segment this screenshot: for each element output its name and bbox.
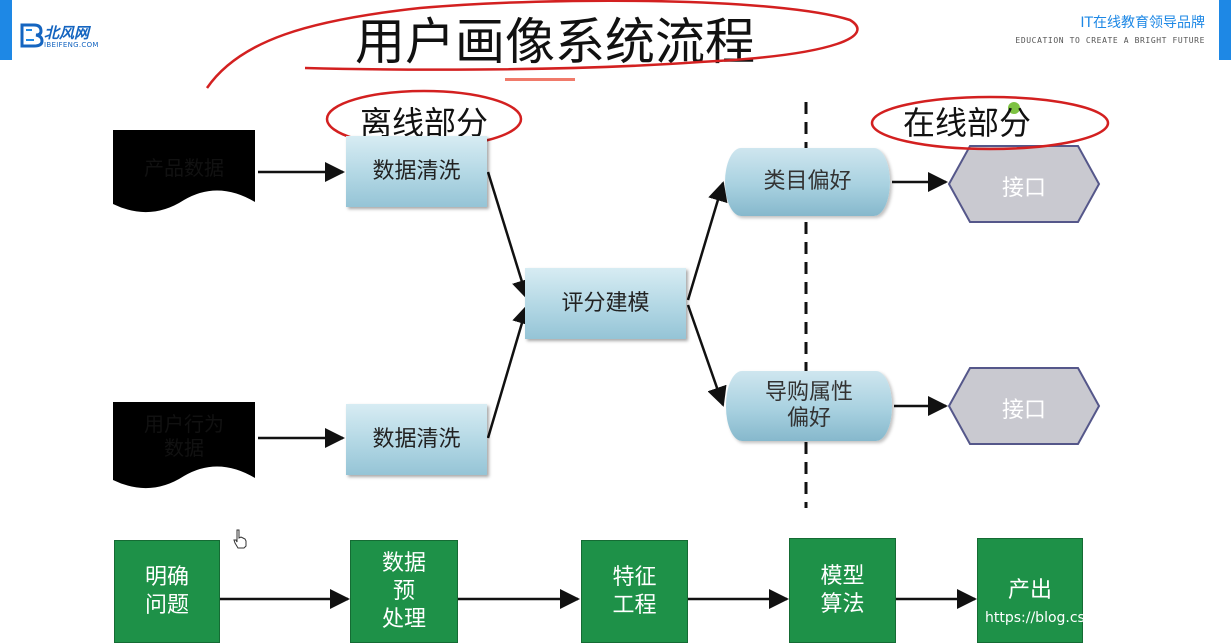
- offline-section-label: 离线部分: [360, 104, 489, 142]
- step-data-preprocessing-line2: 预: [392, 578, 415, 604]
- hand-cursor-icon: [233, 529, 247, 549]
- source-watermark: https://blog.csdn.net/qq_40006058: [985, 610, 1231, 626]
- data-cleaning-bottom-label: 数据清洗: [372, 426, 461, 452]
- logo-subtext: IBEIFENG.COM: [44, 41, 99, 49]
- step-model-algorithm: 模型 算法: [789, 538, 896, 643]
- step-define-problem: 明确 问题: [114, 540, 220, 643]
- logo-icon: [20, 23, 44, 48]
- title-circle-annotation: [205, 0, 859, 89]
- interface-top-label: 接口: [1001, 176, 1046, 201]
- user-behavior-label-line2: 数据: [164, 436, 204, 460]
- arrow-clean-bottom-to-model: [486, 304, 532, 439]
- interface-bottom-label: 接口: [1001, 398, 1046, 423]
- left-accent-bar: [0, 0, 12, 60]
- interface-top-hexagon: [947, 145, 1101, 223]
- user-behavior-label-line1: 用户行为: [144, 412, 224, 436]
- step-data-preprocessing-line3: 处理: [381, 606, 426, 632]
- scoring-model-box: 评分建模: [525, 268, 686, 339]
- step-define-problem-line2: 问题: [144, 592, 189, 618]
- interface-bottom-hexagon: [947, 367, 1101, 445]
- step-feature-engineering-line2: 工程: [612, 592, 657, 618]
- step-define-problem-line1: 明确: [144, 564, 189, 590]
- data-cleaning-bottom-box: 数据清洗: [346, 404, 487, 475]
- step-output-label: 产出: [1007, 577, 1052, 603]
- pointer-dot: [1008, 102, 1020, 114]
- step-data-preprocessing-line1: 数据: [381, 550, 426, 576]
- logo-text: 北风网: [44, 24, 90, 42]
- step-model-algorithm-line2: 算法: [820, 591, 865, 617]
- guide-attribute-preference-cylinder: 导购属性 偏好: [726, 371, 892, 441]
- brand-slogan-english: EDUCATION TO CREATE A BRIGHT FUTURE: [1015, 36, 1205, 45]
- category-preference-label: 类目偏好: [763, 169, 852, 194]
- right-accent-bar: [1219, 0, 1231, 60]
- product-data-label: 产品数据: [144, 156, 224, 180]
- step-data-preprocessing: 数据 预 处理: [350, 540, 458, 643]
- user-behavior-document: [113, 402, 255, 489]
- step-output: 产出: [977, 538, 1083, 643]
- step-model-algorithm-line1: 模型: [820, 563, 865, 589]
- title-underline: [505, 78, 575, 81]
- category-preference-cylinder: 类目偏好: [725, 148, 890, 216]
- arrow-model-to-category: [686, 181, 728, 301]
- data-cleaning-top-label: 数据清洗: [372, 158, 461, 184]
- user-behavior-label: 用户行为 数据: [113, 412, 255, 460]
- step-feature-engineering-line1: 特征: [612, 564, 657, 590]
- guide-attribute-label-line2: 偏好: [786, 406, 831, 431]
- arrow-model-to-guide: [686, 304, 727, 407]
- step-feature-engineering: 特征 工程: [581, 540, 688, 643]
- product-data-document: [113, 130, 255, 213]
- data-cleaning-top-box: 数据清洗: [346, 136, 487, 207]
- online-section-label: 在线部分: [903, 104, 1032, 142]
- brand-slogan: IT在线教育领导品牌: [1080, 15, 1205, 31]
- page-title: 用户画像系统流程: [355, 13, 755, 71]
- scoring-model-label: 评分建模: [561, 290, 650, 316]
- guide-attribute-label-line1: 导购属性: [764, 380, 853, 405]
- online-circle-annotation: [870, 95, 1110, 151]
- arrow-clean-top-to-model: [486, 171, 532, 300]
